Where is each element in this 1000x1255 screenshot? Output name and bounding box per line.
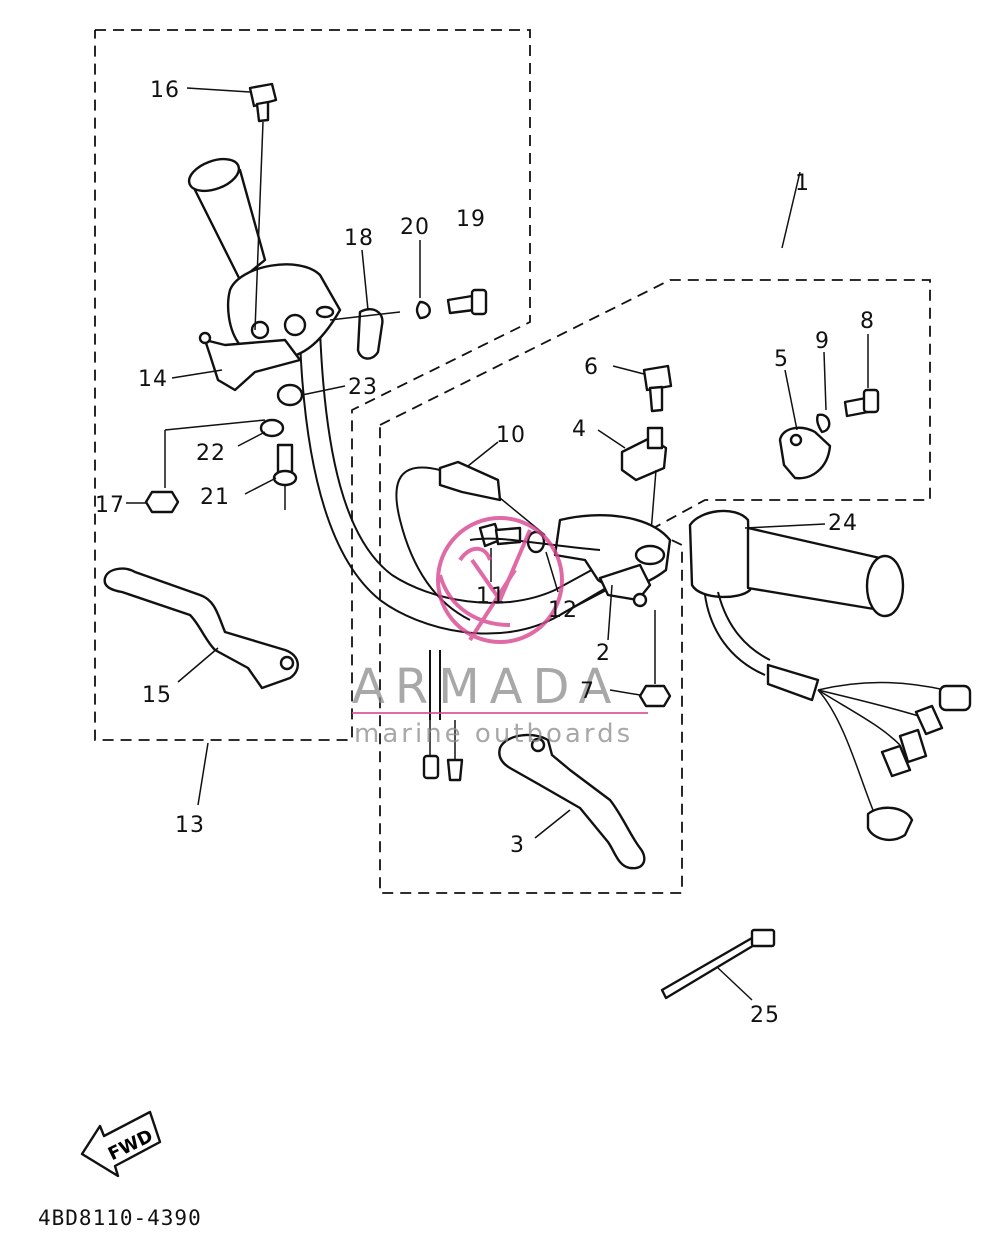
callout-25: 25 [750,1003,780,1028]
callout-11: 11 [476,584,506,609]
part-8-screw [843,334,880,418]
callout-2: 2 [596,641,611,666]
right-wire-harness [704,591,972,842]
callout-3: 3 [510,833,525,858]
callout-23: 23 [348,375,378,400]
switch-cable [422,537,601,782]
part-22-washer [164,418,285,488]
callout-19: 19 [456,207,486,232]
part-5-clamp [778,369,832,480]
part-17-nut [126,490,180,514]
part-24-switch-housing [688,509,905,618]
callouts: 1 2 3 4 5 6 7 8 9 10 11 12 13 14 15 16 1… [95,78,875,1028]
callout-10: 10 [496,423,526,448]
part-4-switch [597,426,668,546]
callout-1: 1 [795,171,810,196]
callout-22: 22 [196,441,226,466]
part-18-clip [329,249,401,360]
group-1-leader [781,171,801,249]
callout-6: 6 [584,355,599,380]
part-25-cable-tie [660,928,776,1001]
left-grip-assembly [187,157,342,362]
part-14-bracket [171,331,302,392]
group-13-boundary [94,29,531,741]
callout-13: 13 [175,813,205,838]
part-6-bolt [612,364,673,413]
callout-20: 20 [400,215,430,240]
watermark-tagline: marine outboards [354,719,633,749]
part-2-pivot [607,584,648,641]
watermark: ARMADA marine outboards [352,516,648,749]
part-9-circlip [816,351,831,434]
part-23-pivot [276,383,346,407]
watermark-logo-icon [436,516,564,644]
part-20-circlip [415,240,431,320]
part-15-left-lever [103,567,299,690]
callout-18: 18 [344,226,374,251]
callout-5: 5 [774,347,789,372]
callout-17: 17 [95,493,125,518]
callout-9: 9 [815,329,830,354]
callout-14: 14 [138,367,168,392]
part-7-nut [609,610,672,708]
forward-direction-arrow: FWD [80,1110,162,1178]
part-16-bolt [186,82,278,331]
diagram-code: 4BD8110-4390 [38,1206,202,1230]
callout-12: 12 [548,598,578,623]
part-3-right-lever [498,733,646,870]
callout-24: 24 [828,511,858,536]
callout-21: 21 [200,485,230,510]
group-1-boundary [379,279,931,894]
callout-16: 16 [150,78,180,103]
callout-8: 8 [860,309,875,334]
callout-15: 15 [142,683,172,708]
callout-4: 4 [572,417,587,442]
part-12-washer [526,530,559,593]
part-21-adjuster [244,443,298,510]
watermark-brand: ARMADA [352,659,621,715]
callout-7: 7 [580,679,595,704]
part-10-switch [395,441,546,621]
right-master-cylinder [553,513,672,602]
group-13-leader [197,742,209,806]
part-19-screw [446,288,488,316]
